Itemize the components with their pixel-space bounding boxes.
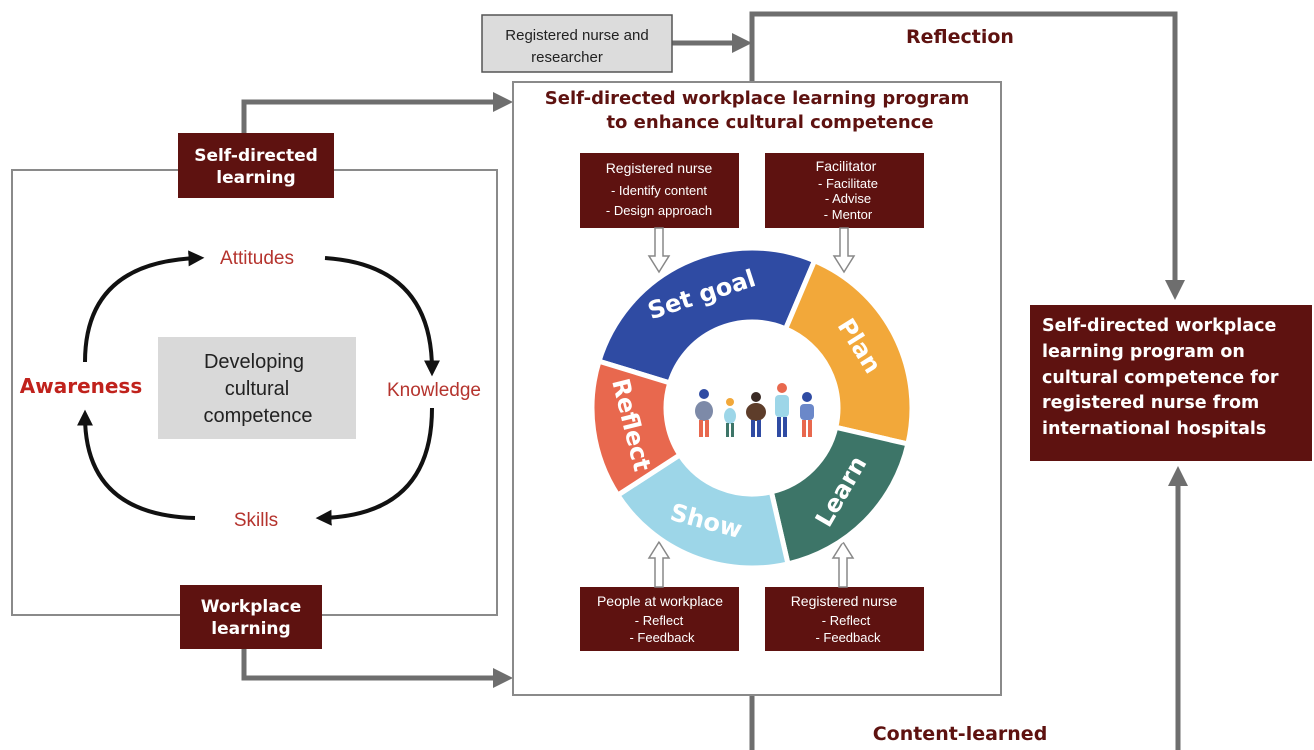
content-learned-label: Content-learned [873, 723, 1048, 745]
self-directed-learning-box: Self-directed learning [178, 133, 334, 198]
role-box-registered-nurse-bottom: Registered nurse - Reflect - Feedback [765, 587, 924, 651]
attitudes-label: Attitudes [220, 248, 294, 269]
arrow-self-directed-to-program [241, 92, 513, 133]
people-title: People at workplace [597, 593, 723, 609]
outcome-line2: learning program on [1042, 342, 1245, 362]
connectors [241, 11, 1185, 750]
researcher-box-line2: researcher [531, 49, 603, 66]
cycle-arrow-knowledge-to-skills [315, 407, 434, 526]
wheel-segment-set-goal [595, 245, 818, 386]
person-3 [746, 392, 766, 437]
hollow-arrow-people [647, 540, 671, 588]
cycle-arrow-attitudes-to-knowledge [324, 256, 440, 377]
facilitator-title: Facilitator [816, 158, 877, 174]
rn-top-item2: - Design approach [606, 203, 712, 218]
program-title-line2: to enhance cultural competence [606, 112, 933, 133]
person-1 [695, 389, 713, 437]
facilitator-item1: - Facilitate [818, 176, 878, 191]
role-box-people-at-workplace: People at workplace - Reflect - Feedback [580, 587, 739, 651]
self-directed-line2: learning [216, 168, 295, 188]
reflection-label: Reflection [906, 26, 1014, 48]
workplace-line1: Workplace [201, 597, 302, 617]
awareness-label: Awareness [20, 374, 143, 398]
role-box-registered-nurse-top: Registered nurse - Identify content - De… [580, 153, 739, 228]
rn-bottom-item2: - Feedback [815, 630, 881, 645]
rn-top-title: Registered nurse [606, 160, 713, 176]
knowledge-label: Knowledge [387, 380, 481, 401]
people-item1: - Reflect [635, 613, 684, 628]
researcher-box: Registered nurse and researcher [481, 14, 673, 73]
center-line1: Developing [204, 351, 304, 373]
skills-label: Skills [234, 510, 278, 531]
competence-cycle: Attitudes Knowledge Skills Awareness Dev… [20, 248, 481, 531]
center-competence-box [158, 337, 356, 439]
outcome-line5: international hospitals [1042, 419, 1266, 439]
program-frame [512, 81, 1002, 696]
rn-top-item1: - Identify content [611, 183, 707, 198]
outcome-line3: cultural competence for [1042, 368, 1279, 388]
outcome-line1: Self-directed workplace [1042, 316, 1276, 336]
hollow-arrow-rn-top [647, 227, 671, 274]
outcome-line4: registered nurse from [1042, 393, 1259, 413]
wheel-segment-reflect [589, 358, 684, 499]
rn-bottom-title: Registered nurse [791, 593, 898, 609]
role-box-facilitator: Facilitator - Facilitate - Advise - Ment… [765, 153, 924, 228]
outcome-box: Self-directed workplace learning program… [1030, 305, 1312, 461]
workplace-line2: learning [211, 619, 290, 639]
hollow-arrow-rn-bottom [831, 540, 855, 588]
rn-bottom-item1: - Reflect [822, 613, 871, 628]
reflection-loop-arrow [749, 11, 1185, 300]
role-arrows [647, 227, 856, 588]
facilitator-item3: - Mentor [824, 207, 873, 222]
person-5 [800, 392, 814, 437]
workplace-learning-box: Workplace learning [180, 585, 322, 649]
hollow-arrow-facilitator [832, 227, 856, 274]
wheel-segment-show [614, 451, 791, 571]
cycle-arrow-skills-to-awareness [77, 409, 196, 520]
arrow-workplace-to-program [241, 649, 513, 688]
person-2 [724, 398, 736, 437]
center-line2: cultural [225, 378, 289, 400]
wheel-segment-plan [782, 257, 915, 447]
people-illustration [695, 383, 814, 437]
self-directed-line1: Self-directed [194, 146, 318, 166]
facilitator-item2: - Advise [825, 191, 871, 206]
cycle-arrow-awareness-to-attitudes [83, 250, 205, 363]
content-learned-loop-arrow [749, 474, 1178, 750]
people-item2: - Feedback [629, 630, 695, 645]
researcher-box-line1: Registered nurse and [505, 27, 648, 44]
program-title-line1: Self-directed workplace learning program [545, 88, 969, 109]
center-line3: competence [204, 405, 313, 427]
person-4 [775, 383, 789, 437]
